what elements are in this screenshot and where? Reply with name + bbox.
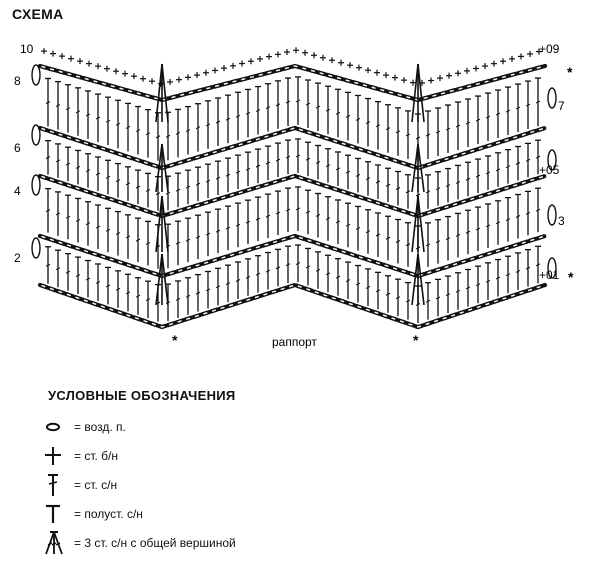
repeat-marker-left: * <box>172 332 178 348</box>
legend-item-dc3tog: = 3 ст. с/н с общей вершиной <box>40 528 236 557</box>
row-number-1: +01 <box>539 268 560 282</box>
legend-label-single-crochet: = ст. б/н <box>74 448 119 463</box>
legend: = возд. п. = ст. б/н = ст. с/н = полуст.… <box>40 412 236 557</box>
row-number-3: 3 <box>558 214 565 228</box>
legend-label-dc3tog: = 3 ст. с/н с общей вершиной <box>74 535 236 550</box>
repeat-marker-right-bottom: * <box>568 269 574 285</box>
single-crochet-icon <box>45 446 61 465</box>
repeat-marker-right-top: * <box>567 64 573 80</box>
legend-item-half-double: = полуст. с/н <box>40 499 236 528</box>
legend-item-single-crochet: = ст. б/н <box>40 441 236 470</box>
row-number-8: 8 <box>14 74 21 88</box>
row-number-7: 7 <box>558 99 565 113</box>
legend-label-half-double: = полуст. с/н <box>74 506 143 521</box>
chevron-rows <box>37 47 548 330</box>
repeat-marker-right: * <box>413 332 419 348</box>
dc3tog-icon <box>45 530 63 554</box>
chain-row-1 <box>37 282 548 330</box>
legend-item-chain: = возд. п. <box>40 412 236 441</box>
row-number-10: 10 <box>20 42 34 56</box>
double-crochet-icon <box>48 473 58 496</box>
scheme-decorations <box>31 63 557 306</box>
crochet-scheme: 10 8 6 4 2 +09 7 +05 3 +01 * * * * раппо… <box>14 42 574 349</box>
legend-label-double-crochet: = ст. с/н <box>74 477 118 492</box>
legend-label-chain: = возд. п. <box>74 419 126 434</box>
row-number-2: 2 <box>14 251 21 265</box>
legend-title: УСЛОВНЫЕ ОБОЗНАЧЕНИЯ <box>48 388 236 403</box>
row-number-5: +05 <box>539 163 560 177</box>
legend-item-double-crochet: = ст. с/н <box>40 470 236 499</box>
chain-stitch-icon <box>46 422 60 431</box>
scheme-title: СХЕМА <box>12 6 64 22</box>
row-number-6: 6 <box>14 141 21 155</box>
half-double-crochet-icon <box>46 504 60 523</box>
repeat-label: раппорт <box>272 335 317 349</box>
row-number-9: +09 <box>539 42 560 56</box>
row-number-4: 4 <box>14 184 21 198</box>
